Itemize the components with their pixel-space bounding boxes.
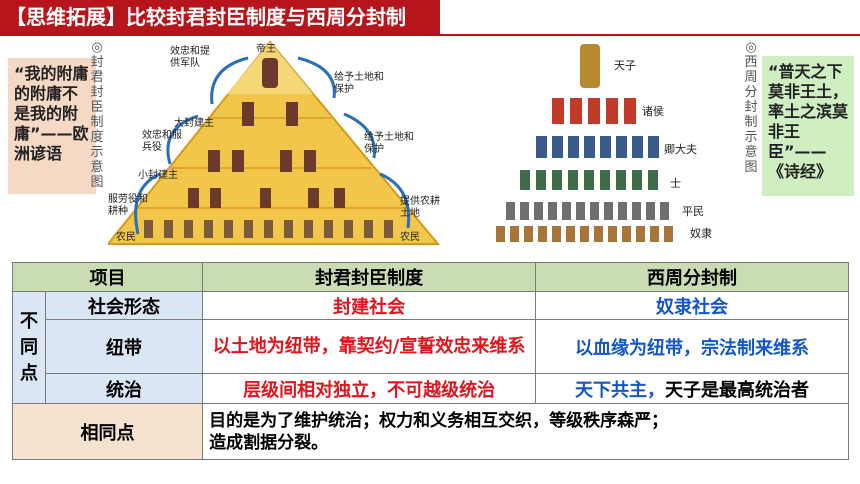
caption-zhou-diagram: ◎西周分封制示意图 [744, 40, 758, 175]
level-shi: 士 [670, 177, 681, 190]
page-title: 【思维拓展】比较封君封臣制度与西周分封制 [0, 0, 440, 34]
cell-feudal-bond: 以土地为纽带，靠契约/宣誓效忠来维系 [202, 319, 537, 374]
level-great-lord: 大封建主 [174, 118, 214, 129]
level-emperor: 帝王 [256, 44, 276, 55]
label-give-land-2: 给予土地和保护 [364, 132, 414, 155]
row-label-bond: 纽带 [44, 319, 204, 374]
quote-european-proverb: “我的附庸的附庸不是我的附庸”——欧洲谚语 [8, 58, 96, 194]
similarities-line-1: 目的是为了维护统治；权力和义务相互交织，等级秩序森严； [209, 410, 669, 431]
cell-zhou-rule: 天下共主，天子是最高统治者 [535, 373, 849, 404]
feudal-pyramid-diagram: 帝王 大封建主 小封建主 农民 效忠和提供军队 效忠和服兵役 服劳役和耕种 给予… [108, 38, 443, 246]
hierarchy-graphic [496, 44, 673, 242]
level-lesser-lord: 小封建主 [138, 170, 178, 181]
pyramid-graphic [108, 40, 441, 245]
level-zhuhou: 诸侯 [642, 105, 664, 118]
cell-zhou-bond: 以血缘为纽带，宗法制来维系 [535, 319, 849, 374]
label-loyalty-army: 效忠和提供军队 [170, 46, 210, 69]
title-underline [0, 34, 860, 36]
comparison-table: 项目 封君封臣制度 西周分封制 不同点 社会形态 封建社会 奴隶社会 纽带 以土… [11, 262, 849, 460]
zhou-hierarchy-diagram: 天子 诸侯 卿大夫 士 平民 奴隶 [490, 40, 730, 246]
header-zhou: 西周分封制 [535, 262, 849, 292]
level-pingmin: 平民 [682, 205, 704, 218]
label-give-land-1: 给予土地和保护 [334, 72, 384, 95]
level-qingdafu: 卿大夫 [664, 143, 697, 156]
header-item: 项目 [11, 262, 204, 292]
label-loyalty-service: 效忠和服兵役 [142, 130, 182, 153]
cell-feudal-rule: 层级间相对独立，不可越级统治 [202, 373, 537, 404]
row-label-similarities: 相同点 [11, 403, 204, 460]
row-label-rule: 统治 [44, 373, 204, 404]
header-feudal: 封君封臣制度 [202, 262, 537, 292]
similarities-line-2: 造成割据分裂。 [209, 432, 329, 453]
caption-feudal-diagram: ◎封君封臣制度示意图 [90, 40, 104, 190]
label-labor-farming: 服劳役和耕种 [108, 194, 148, 217]
side-label-text: 不同点 [20, 310, 38, 384]
label-farmland: 提供农耕土地 [400, 196, 440, 219]
cell-feudal-society: 封建社会 [202, 291, 537, 320]
level-nuli: 奴隶 [690, 227, 712, 240]
row-label-society: 社会形态 [44, 291, 204, 320]
level-peasant-right: 农民 [400, 232, 420, 243]
level-tianzi: 天子 [614, 59, 636, 72]
zhou-rule-part-b: 天子是最高统治者 [665, 379, 810, 401]
quote-shijing: “普天之下莫非王土，率土之滨莫非王臣”——《诗经》 [762, 56, 854, 196]
side-label-differences: 不同点 [12, 291, 46, 404]
cell-similarities: 目的是为了维护统治；权力和义务相互交织，等级秩序森严； 造成割据分裂。 [202, 403, 849, 460]
zhou-rule-part-a: 天下共主， [575, 379, 666, 401]
level-peasant: 农民 [116, 232, 136, 243]
cell-zhou-society: 奴隶社会 [535, 291, 849, 320]
